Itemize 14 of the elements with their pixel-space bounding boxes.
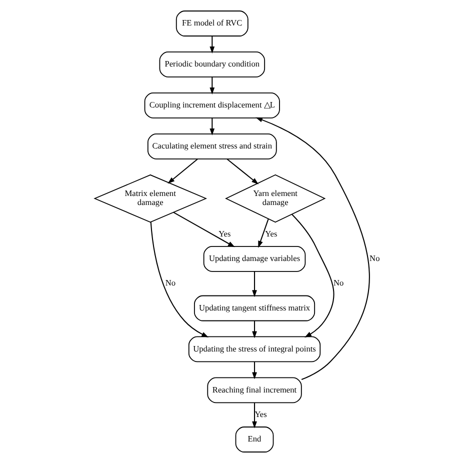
arrow bbox=[252, 320, 256, 338]
arrow bbox=[209, 118, 214, 136]
arrow bbox=[150, 222, 208, 338]
arrow bbox=[209, 36, 214, 54]
arrow bbox=[255, 117, 370, 380]
arrow bbox=[167, 158, 198, 184]
arrow bbox=[252, 362, 256, 380]
arrow bbox=[252, 402, 256, 428]
arrow bbox=[209, 77, 214, 94]
arrow bbox=[252, 271, 256, 298]
arrow bbox=[226, 158, 258, 184]
arrow bbox=[258, 218, 268, 248]
arrow bbox=[290, 214, 334, 338]
arrow bbox=[172, 212, 234, 248]
